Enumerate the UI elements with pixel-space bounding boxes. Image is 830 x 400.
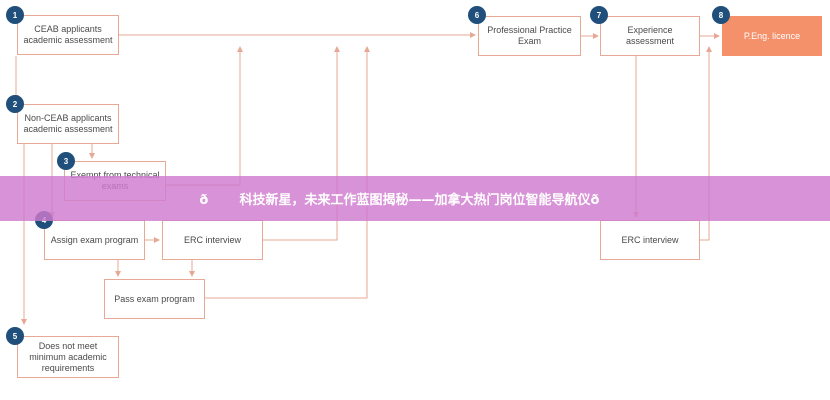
overlay-banner: ð科技新星，未来工作蓝图揭秘——加拿大热门岗位智能导航仪ð xyxy=(0,176,830,221)
erc-interview-right-label: ERC interview xyxy=(621,234,679,245)
step-1-box: CEAB applicants academic assessment xyxy=(17,15,119,55)
step-8-box: P.Eng. licence xyxy=(722,16,822,56)
step-4-label: Assign exam program xyxy=(50,234,139,245)
arrow-pass-to-6 xyxy=(205,46,370,299)
erc-interview-left-box: ERC interview xyxy=(162,220,263,260)
step-7-badge: 7 xyxy=(590,6,608,24)
step-8-badge: 8 xyxy=(712,6,730,24)
erc-interview-right-box: ERC interview xyxy=(600,220,700,260)
step-1-label: CEAB applicants academic assessment xyxy=(23,24,113,45)
step-5-label: Does not meet minimum academic requireme… xyxy=(29,340,107,373)
step-3-badge: 3 xyxy=(57,152,75,170)
step-2-badge: 2 xyxy=(6,95,24,113)
step-6-box: Professional Practice Exam xyxy=(478,16,581,56)
step-6-badge: 6 xyxy=(468,6,486,24)
erc-interview-left-label: ERC interview xyxy=(183,234,241,245)
step-1-badge: 1 xyxy=(6,6,24,24)
arrow-3-to-6 xyxy=(166,46,243,186)
pass-exam-program-box: Pass exam program xyxy=(104,279,205,319)
arrow-erc-right-to-8 xyxy=(700,46,712,241)
step-2-label: Non-CEAB applicants academic assessment xyxy=(23,113,113,134)
step-6-label: Professional Practice Exam xyxy=(487,25,572,46)
step-7-label: Experience assessment xyxy=(625,25,675,46)
step-2-box: Non-CEAB applicants academic assessment xyxy=(17,104,119,144)
step-8-label: P.Eng. licence xyxy=(743,30,801,41)
arrow-erc-to-6 xyxy=(263,46,340,241)
step-5-box: Does not meet minimum academic requireme… xyxy=(17,336,119,378)
step-4-box: Assign exam program xyxy=(44,220,145,260)
step-7-box: Experience assessment xyxy=(600,16,700,56)
step-5-badge: 5 xyxy=(6,327,24,345)
banner-text: ð科技新星，未来工作蓝图揭秘——加拿大热门岗位智能导航仪ð xyxy=(199,192,631,208)
pass-exam-program-label: Pass exam program xyxy=(114,293,195,304)
